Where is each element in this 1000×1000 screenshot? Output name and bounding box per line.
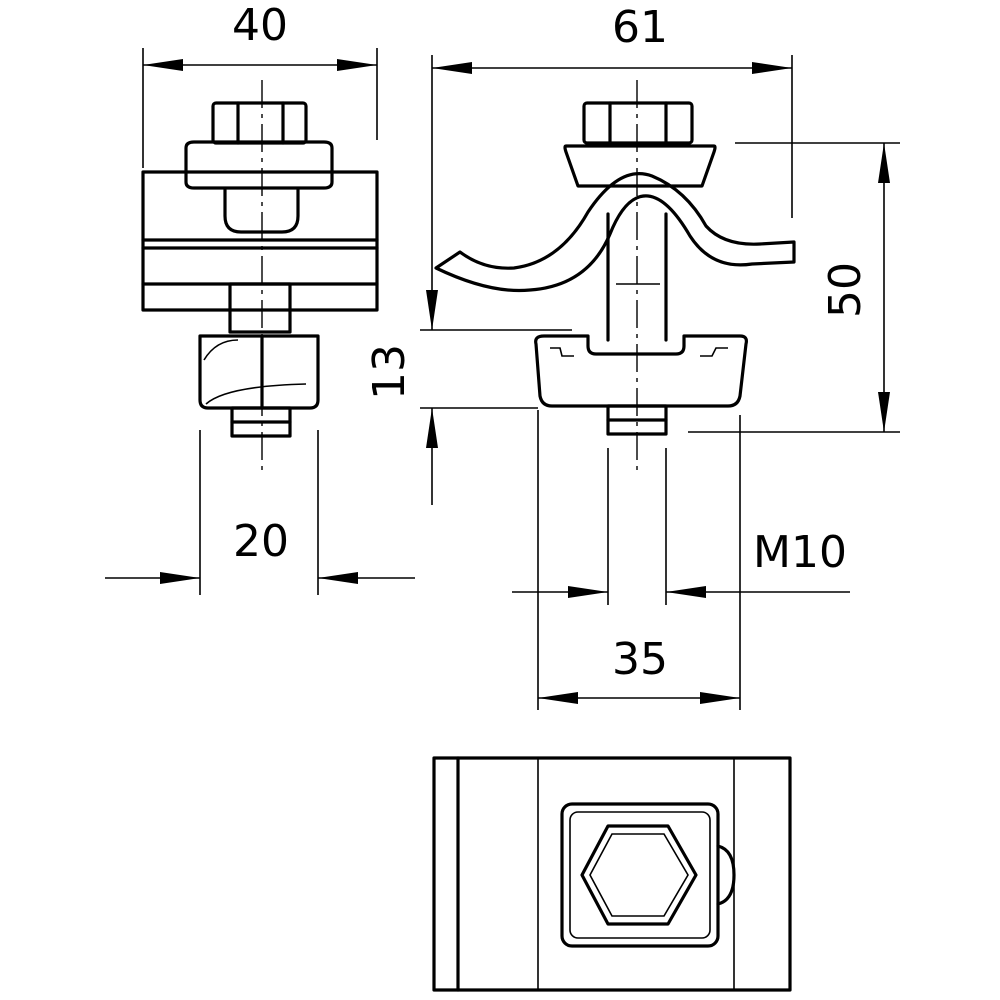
dimension-width-front: 61 bbox=[431, 2, 793, 262]
dimension-label-20: 20 bbox=[233, 516, 289, 567]
dimension-label-m10: M10 bbox=[753, 527, 847, 578]
dimension-height-total: 50 bbox=[688, 142, 900, 433]
dimension-base-width: 35 bbox=[537, 410, 741, 710]
top-view bbox=[432, 756, 792, 992]
dimension-width-side: 40 bbox=[142, 0, 378, 168]
dimension-label-13: 13 bbox=[364, 344, 415, 400]
dimension-plate-width: 20 bbox=[105, 430, 415, 595]
side-view bbox=[141, 80, 379, 470]
dimension-clamp-gap: 13 bbox=[364, 262, 572, 505]
dimension-label-40: 40 bbox=[232, 0, 288, 51]
dimension-label-50: 50 bbox=[820, 262, 871, 318]
dimension-thread-size: M10 bbox=[512, 448, 850, 605]
dimension-label-35: 35 bbox=[612, 634, 668, 685]
front-view bbox=[434, 80, 796, 470]
dimension-label-61: 61 bbox=[612, 2, 668, 53]
